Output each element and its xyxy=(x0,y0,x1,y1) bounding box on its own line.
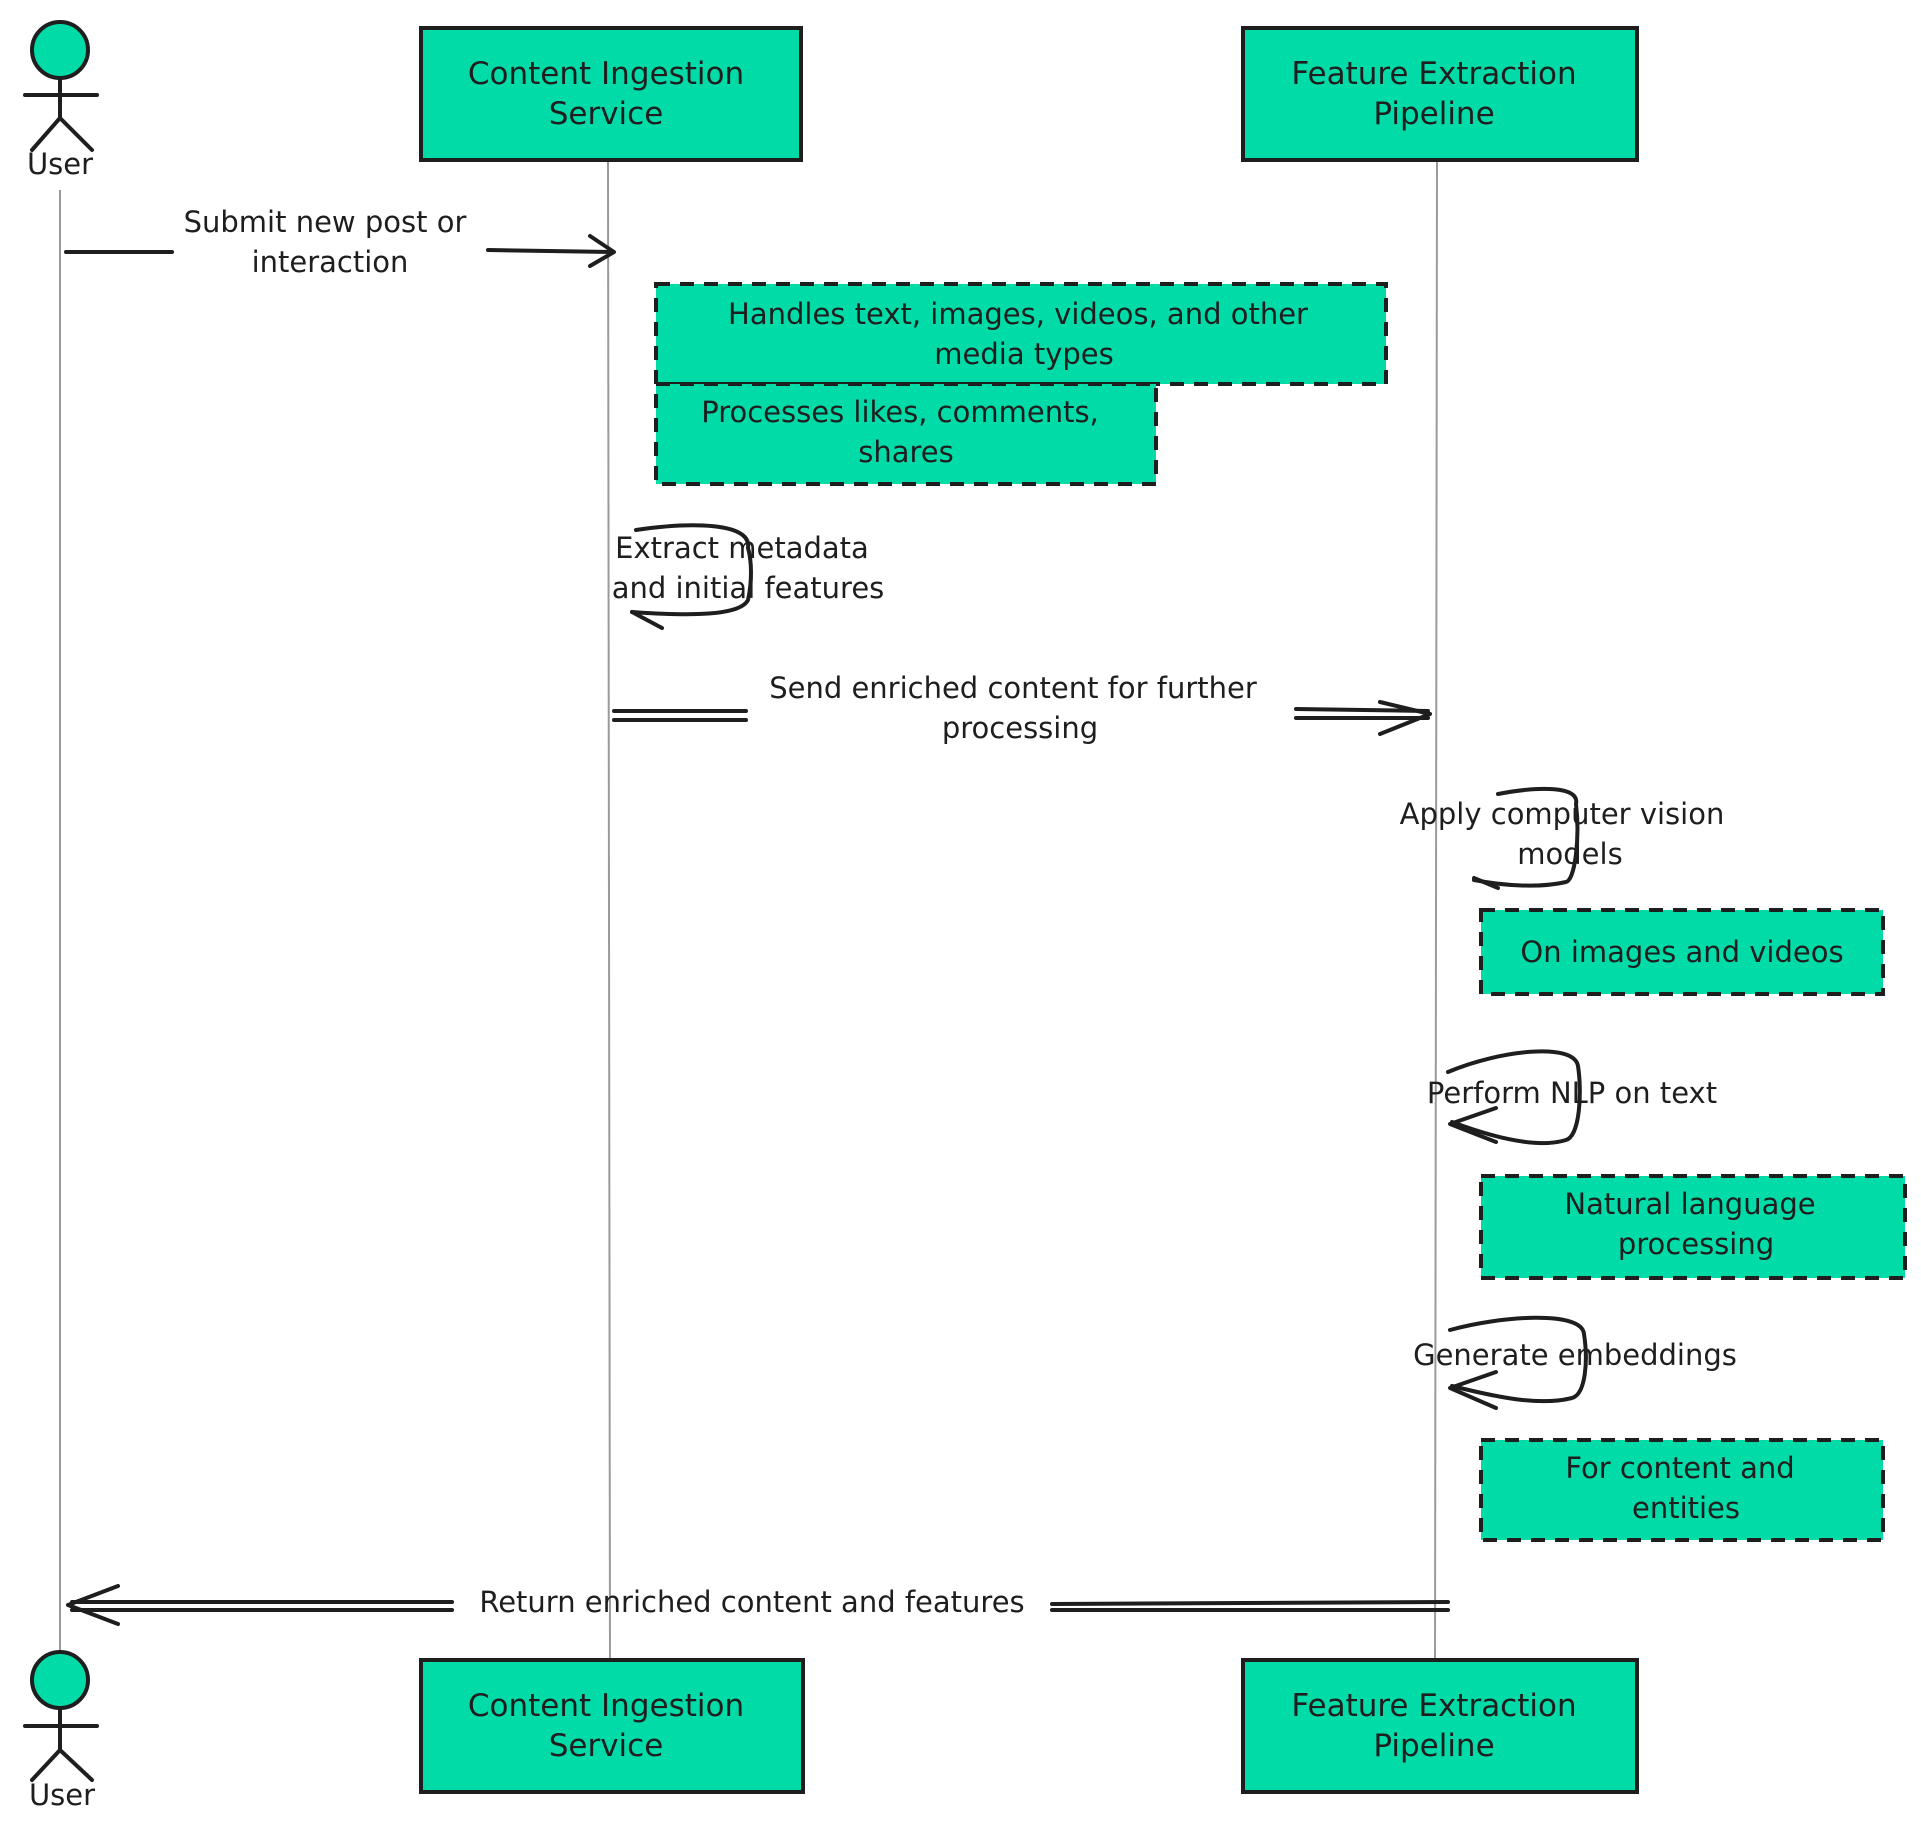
pipeline-lifeline xyxy=(1434,159,1438,1666)
ingestion-participant-top: Content Ingestion Service xyxy=(419,26,803,162)
message-send-line1: Send enriched content for further xyxy=(769,671,1257,705)
note-nlp-line2: processing xyxy=(1618,1227,1774,1261)
message-vision-line2: models xyxy=(1517,837,1622,871)
note-images: On images and videos xyxy=(1479,908,1885,996)
pipeline-label-bottom-line2: Pipeline xyxy=(1373,1728,1494,1764)
ingestion-lifeline xyxy=(607,159,611,1666)
message-submit: Submit new post or interaction xyxy=(64,205,616,279)
message-submit-line1: Submit new post or xyxy=(184,205,467,239)
message-send-line2: processing xyxy=(942,711,1098,745)
message-submit-line2: interaction xyxy=(252,245,409,279)
pipeline-label-top-line2: Pipeline xyxy=(1373,96,1494,132)
note-entities-line2: entities xyxy=(1632,1491,1740,1525)
note-media-line1: Handles text, images, videos, and other xyxy=(728,297,1308,331)
message-extract: Extract metadata and initial features xyxy=(612,523,885,630)
message-embeddings-line1: Generate embeddings xyxy=(1413,1338,1737,1372)
note-images-line1: On images and videos xyxy=(1520,935,1843,969)
pipeline-participant-top: Feature Extraction Pipeline xyxy=(1241,26,1639,162)
message-return: Return enriched content and features xyxy=(66,1584,1450,1626)
note-nlp: Natural language processing xyxy=(1479,1174,1907,1280)
message-extract-line1: Extract metadata xyxy=(615,531,869,565)
user-label-bottom: User xyxy=(29,1778,95,1812)
ingestion-label-bottom-line2: Service xyxy=(549,1728,664,1764)
note-entities-line1: For content and xyxy=(1565,1451,1794,1485)
user-label-top: User xyxy=(27,147,93,181)
note-nlp-line1: Natural language xyxy=(1564,1187,1815,1221)
user-actor-top: User xyxy=(23,20,99,181)
note-interactions-line1: Processes likes, comments, xyxy=(701,395,1099,429)
note-media-types: Handles text, images, videos, and other … xyxy=(654,282,1388,386)
message-nlp-line1: Perform NLP on text xyxy=(1427,1076,1717,1110)
pipeline-participant-bottom: Feature Extraction Pipeline xyxy=(1241,1658,1639,1794)
pipeline-label-bottom-line1: Feature Extraction xyxy=(1291,1688,1576,1724)
message-return-line1: Return enriched content and features xyxy=(479,1585,1024,1619)
ingestion-label-bottom-line1: Content Ingestion xyxy=(468,1688,744,1724)
user-actor-bottom: User xyxy=(23,1650,99,1812)
note-entities: For content and entities xyxy=(1479,1438,1885,1542)
ingestion-participant-bottom: Content Ingestion Service xyxy=(419,1658,805,1794)
ingestion-label-top-line1: Content Ingestion xyxy=(468,56,744,92)
note-interactions-line2: shares xyxy=(858,435,954,469)
message-nlp: Perform NLP on text xyxy=(1427,1049,1717,1146)
pipeline-label-top-line1: Feature Extraction xyxy=(1291,56,1576,92)
message-vision: Apply computer vision models xyxy=(1400,786,1725,890)
message-send: Send enriched content for further proces… xyxy=(612,671,1432,745)
message-embeddings: Generate embeddings xyxy=(1413,1315,1737,1410)
ingestion-label-top-line2: Service xyxy=(549,96,664,132)
message-extract-line2: and initial features xyxy=(612,571,885,605)
note-media-line2: media types xyxy=(934,337,1113,371)
note-interactions: Processes likes, comments, shares xyxy=(654,382,1158,486)
message-vision-line1: Apply computer vision xyxy=(1400,797,1725,831)
